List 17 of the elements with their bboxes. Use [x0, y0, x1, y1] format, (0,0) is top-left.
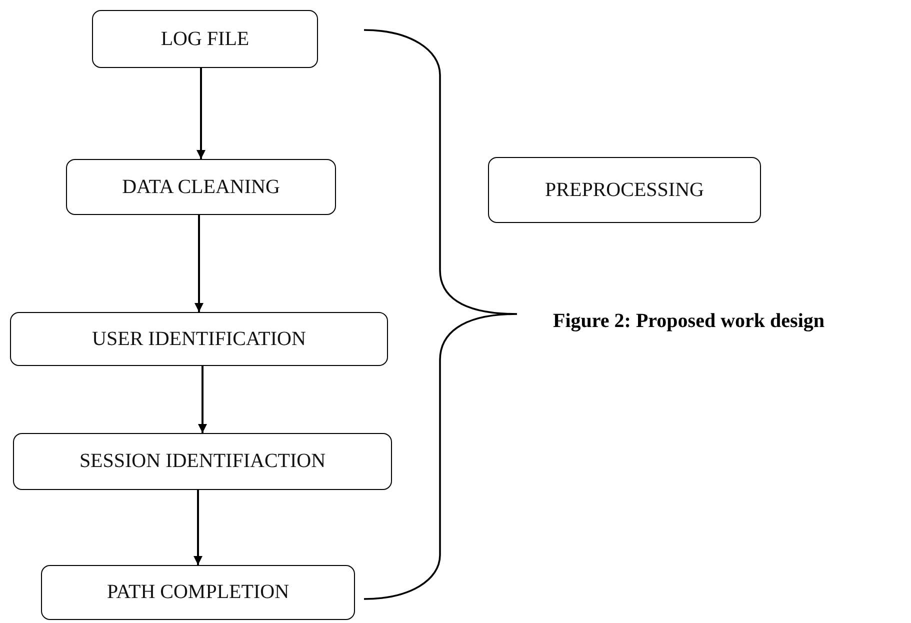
process-box [66, 159, 336, 215]
figure-caption: Figure 2: Proposed work design [553, 310, 824, 333]
box-label: PATH COMPLETION [106, 581, 290, 604]
process-box [10, 312, 388, 366]
process-box [92, 10, 318, 68]
arrow [196, 68, 206, 159]
box-label: SESSION IDENTIFIACTION [79, 450, 326, 473]
arrow [194, 490, 202, 565]
box-label: PREPROCESSING [545, 178, 704, 202]
box-label: DATA CLEANING [122, 176, 280, 198]
box-label: LOG FILE [160, 28, 250, 50]
process-box [488, 157, 761, 223]
box-label: USER IDENTIFICATION [92, 328, 306, 350]
process-box [41, 565, 355, 620]
arrow [198, 366, 207, 433]
arrow [194, 215, 204, 312]
process-box [13, 433, 392, 490]
